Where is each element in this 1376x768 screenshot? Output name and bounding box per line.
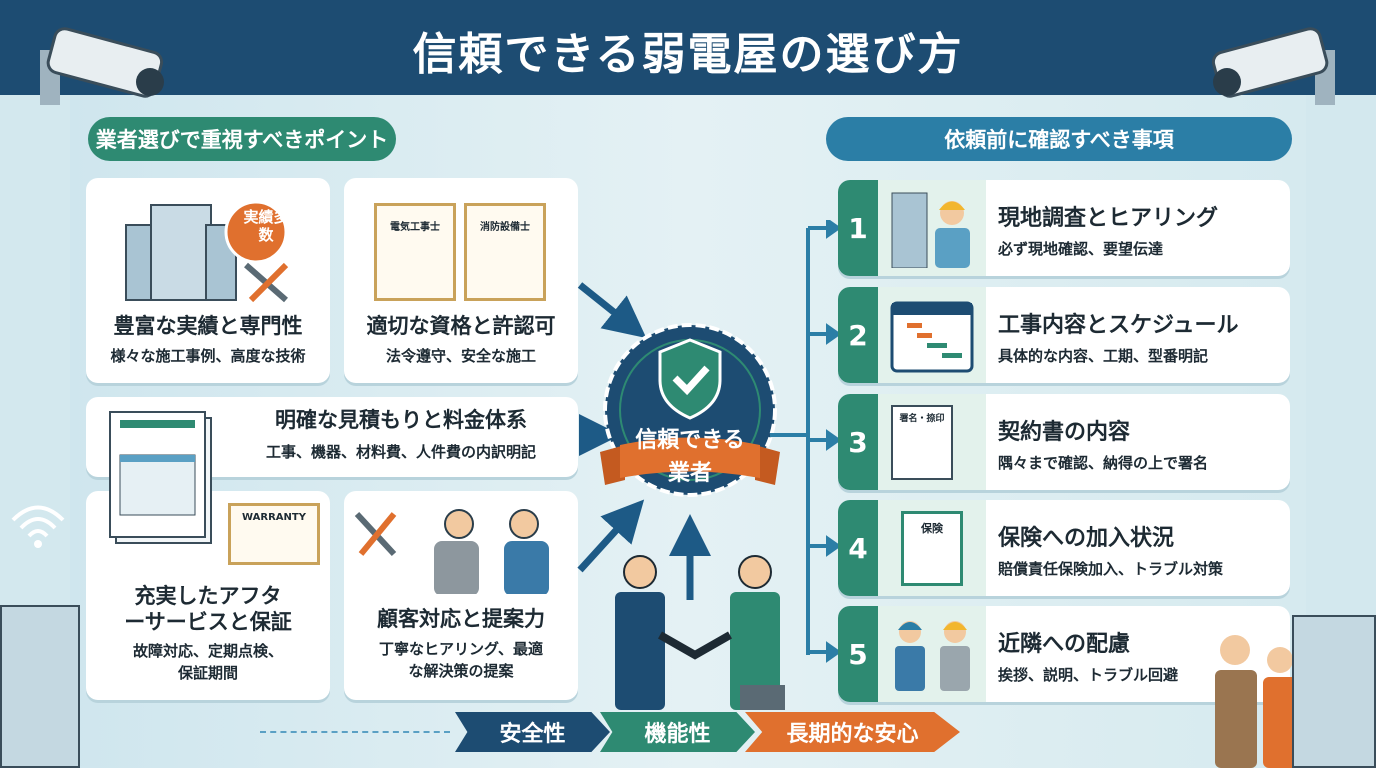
handshake-people-icon bbox=[354, 509, 549, 594]
card-subtitle: 様々な施工事例、高度な技術 bbox=[110, 347, 306, 365]
card-title: 豊富な実績と専門性 bbox=[113, 314, 303, 338]
insurance-doc-label: 保険 bbox=[901, 510, 963, 586]
building-right bbox=[1292, 615, 1376, 768]
gantt-calendar-icon bbox=[878, 287, 986, 383]
shield-check-icon bbox=[658, 338, 722, 420]
certificate-fire-equipment: 消防設備士 bbox=[464, 203, 546, 301]
item-subtitle: 具体的な内容、工期、型番明記 bbox=[998, 347, 1209, 365]
item-number: 2 bbox=[838, 287, 878, 383]
card-subtitle-line1: 故障対応、定期点検、 bbox=[132, 642, 283, 660]
checklist-item-insurance: 4 保険 保険への加入状況 賠償責任保険加入、トラブル対策 bbox=[838, 500, 1290, 596]
item-title: 契約書の内容 bbox=[998, 420, 1131, 445]
badge-text: 信頼できる bbox=[635, 428, 745, 453]
card-qualifications: 電気工事士 消防設備士 適切な資格と許認可 法令遵守、安全な施工 bbox=[344, 178, 578, 383]
building-tools-icon bbox=[125, 200, 289, 303]
business-handshake-illustration bbox=[615, 555, 785, 710]
card-customer-service: 顧客対応と提案力 丁寧なヒアリング、最適 な解決策の提案 bbox=[344, 491, 578, 700]
experience-badge: 実績多数 bbox=[243, 208, 289, 244]
card-title: 顧客対応と提案力 bbox=[377, 607, 545, 631]
trust-badge bbox=[600, 323, 780, 497]
worker-tablet-icon bbox=[878, 180, 986, 276]
checklist-item-neighbors: 5 近隣への配慮 挨拶、説明、トラブル回避 bbox=[838, 606, 1290, 702]
building-left bbox=[0, 605, 80, 768]
card-title: 適切な資格と許認可 bbox=[366, 314, 556, 338]
security-camera-icon bbox=[40, 27, 164, 105]
insurance-doc-icon: 保険 bbox=[878, 500, 986, 596]
item-subtitle: 賠償責任保険加入、トラブル対策 bbox=[998, 560, 1224, 578]
card-subtitle: 工事、機器、材料費、人件費の内訳明記 bbox=[265, 443, 536, 461]
item-number: 4 bbox=[838, 500, 878, 596]
card-subtitle-line2: 保証期間 bbox=[177, 664, 238, 682]
checklist-item-contract: 3 署名・捺印 契約書の内容 隅々まで確認、納得の上で署名 bbox=[838, 394, 1290, 490]
workers-greeting-icon bbox=[878, 606, 986, 702]
contract-doc-label: 署名・捺印 bbox=[891, 404, 953, 480]
item-subtitle: 隅々まで確認、納得の上で署名 bbox=[998, 454, 1209, 472]
flow-arrows bbox=[577, 282, 711, 600]
estimate-document-icon bbox=[109, 411, 212, 544]
step-functionality: 機能性 bbox=[600, 712, 755, 752]
certificate-electrician: 電気工事士 bbox=[374, 203, 456, 301]
security-camera-icon bbox=[1211, 27, 1335, 105]
wifi-icon bbox=[11, 505, 65, 548]
card-title-line2: ーサービスと保証 bbox=[124, 610, 292, 634]
header-band bbox=[0, 0, 1376, 95]
card-title: 明確な見積もりと料金体系 bbox=[275, 408, 527, 432]
card-subtitle: 法令遵守、安全な施工 bbox=[385, 347, 536, 365]
card-title-line1: 充実したアフタ bbox=[134, 584, 282, 608]
left-section-heading: 業者選びで重視すべきポイント bbox=[88, 117, 396, 161]
dashed-line bbox=[260, 731, 450, 733]
contract-sign-icon: 署名・捺印 bbox=[878, 394, 986, 490]
step-safety: 安全性 bbox=[455, 712, 610, 752]
checklist-item-site-survey: 1 現地調査とヒアリング 必ず現地確認、要望伝達 bbox=[838, 180, 1290, 276]
warranty-certificate: WARRANTY bbox=[228, 503, 320, 565]
item-subtitle: 挨拶、説明、トラブル回避 bbox=[998, 666, 1179, 684]
card-subtitle-line2: な解決策の提案 bbox=[408, 662, 514, 680]
item-title: 現地調査とヒアリング bbox=[998, 206, 1219, 231]
checklist-item-schedule: 2 工事内容とスケジュール 具体的な内容、工期、型番明記 bbox=[838, 287, 1290, 383]
item-subtitle: 必ず現地確認、要望伝達 bbox=[998, 240, 1164, 258]
right-section-heading: 依頼前に確認すべき事項 bbox=[826, 117, 1292, 161]
item-title: 工事内容とスケジュール bbox=[998, 313, 1239, 338]
item-title: 保険への加入状況 bbox=[998, 526, 1175, 551]
badge-ribbon-text: 業者 bbox=[667, 461, 712, 486]
item-number: 3 bbox=[838, 394, 878, 490]
card-subtitle-line1: 丁寧なヒアリング、最適 bbox=[379, 640, 543, 658]
page-title: 信頼できる弱電屋の選び方 bbox=[412, 29, 964, 80]
item-number: 1 bbox=[838, 180, 878, 276]
step-long-term-peace: 長期的な安心 bbox=[745, 712, 960, 752]
card-experience: 実績多数 豊富な実績と専門性 様々な施工事例、高度な技術 bbox=[86, 178, 330, 383]
item-title: 近隣への配慮 bbox=[998, 632, 1131, 657]
connector-lines bbox=[770, 220, 840, 663]
item-number: 5 bbox=[838, 606, 878, 702]
